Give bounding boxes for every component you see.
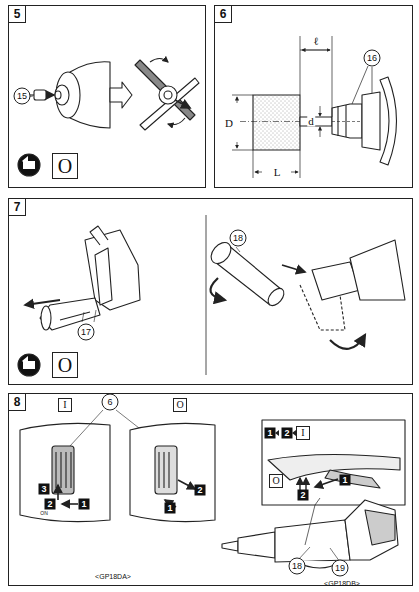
callout-number: 19 — [332, 560, 349, 577]
callout-number: 18 — [230, 230, 247, 247]
model-caption: <GP18DB> — [324, 580, 360, 587]
step-number: 2 — [195, 485, 206, 496]
step-number: 1 — [265, 428, 276, 439]
switch-marking: ON — [40, 511, 48, 516]
dimension-label: d — [307, 116, 315, 127]
panel-number: 7 — [8, 198, 26, 216]
callout-number: 18 — [289, 558, 306, 575]
panel-number: 6 — [214, 5, 232, 23]
dimension-label: D — [224, 118, 234, 129]
on-symbol: I — [58, 398, 72, 412]
collet-nose — [24, 62, 110, 128]
step-number: 1 — [340, 475, 351, 486]
panel-frame: 5 — [8, 5, 206, 188]
on-symbol: I — [296, 426, 310, 440]
panel-number: 5 — [8, 5, 26, 23]
step-number: 3 — [39, 484, 50, 495]
off-symbol: O — [173, 398, 187, 412]
off-symbol: O — [52, 153, 78, 179]
off-symbol: O — [269, 474, 283, 488]
remove-battery-icon — [18, 154, 40, 176]
panel-frame: 6 — [214, 5, 413, 188]
dimension-label: L — [273, 167, 282, 178]
wrenches — [135, 59, 199, 131]
step-number: 2 — [45, 499, 56, 510]
hollow-arrow — [110, 82, 132, 108]
remove-battery-icon — [18, 354, 40, 376]
panel-frame: 8 — [8, 393, 413, 586]
step-number: 2 — [298, 490, 309, 501]
step-number: 1 — [165, 503, 176, 514]
grinding-point — [240, 77, 397, 165]
callout-number: 16 — [364, 50, 381, 67]
cover-removal — [207, 239, 405, 349]
dimension-lines — [232, 36, 372, 178]
step-number: 1 — [79, 499, 90, 510]
gp18db-inset — [262, 420, 405, 505]
step-number: 2 — [282, 428, 293, 439]
panel-number: 8 — [8, 393, 26, 411]
model-caption: <GP18DA> — [95, 573, 131, 580]
callout-number: 17 — [78, 324, 95, 341]
divider — [206, 215, 207, 375]
gp18db-tool — [222, 498, 398, 568]
callout-number: 6 — [102, 394, 119, 411]
tool-with-cover — [25, 226, 140, 330]
callout-number: 15 — [14, 88, 31, 105]
switch-off-view — [130, 423, 215, 521]
dimension-label: ℓ — [312, 36, 319, 47]
off-symbol: O — [52, 352, 78, 378]
